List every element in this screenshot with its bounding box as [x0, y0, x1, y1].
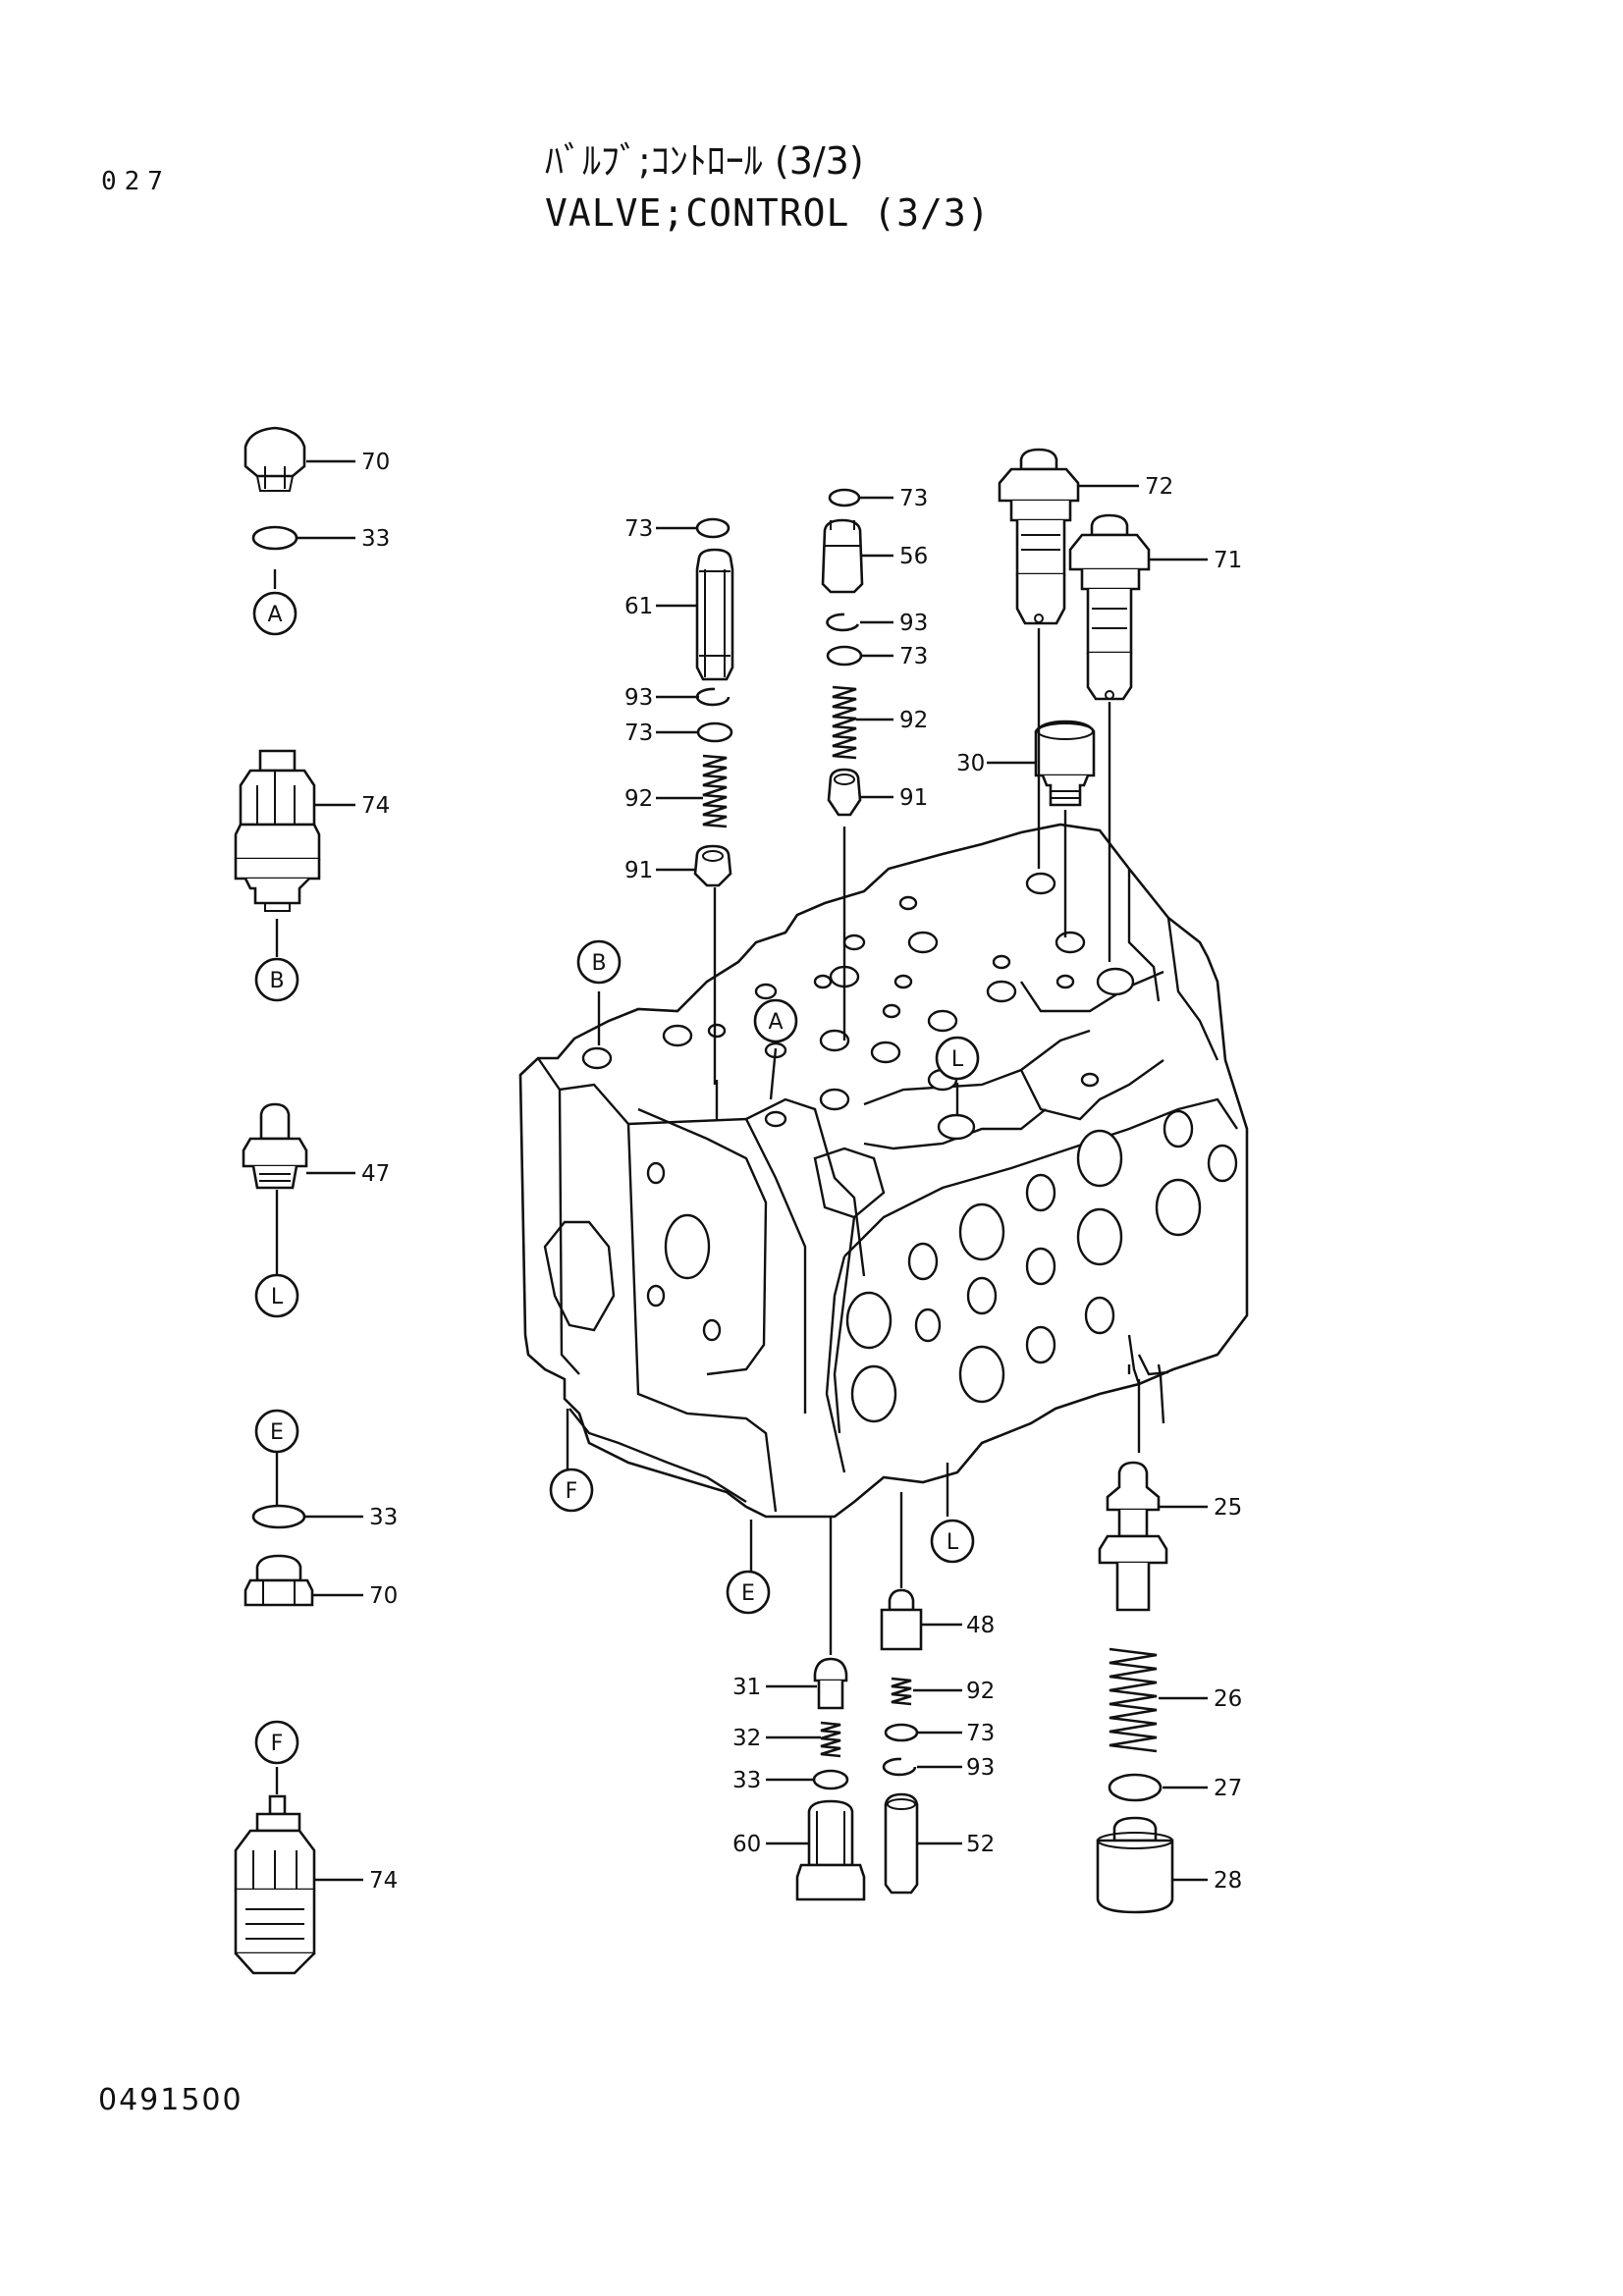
callout-28: 28 [1214, 1868, 1242, 1894]
marker-F-1: F [271, 1732, 284, 1756]
o-ring-73-b [696, 721, 733, 743]
callout-25: 25 [1214, 1495, 1242, 1521]
callout-73-b: 73 [624, 721, 653, 746]
plug-30 [1034, 720, 1096, 807]
relief-cartridge-72 [998, 448, 1080, 625]
drawing-code: 0491500 [98, 2083, 243, 2117]
callout-92-c: 92 [966, 1679, 995, 1704]
callout-33-lower: 33 [369, 1505, 398, 1530]
callout-60: 60 [732, 1832, 761, 1857]
marker-E-2: E [741, 1581, 755, 1606]
plug-47 [242, 1102, 308, 1190]
callout-33-top: 33 [361, 526, 390, 552]
piston-52 [884, 1792, 919, 1895]
spring-32 [820, 1721, 841, 1758]
valve-body-ports [581, 872, 1238, 1423]
callout-27: 27 [1214, 1776, 1242, 1801]
callout-73-d: 73 [899, 644, 928, 669]
o-ring-33-c [812, 1769, 849, 1790]
spool-25 [1098, 1461, 1168, 1612]
o-ring-73-c [828, 488, 861, 507]
backup-ring-93-a [695, 687, 730, 707]
o-ring-33-top [251, 525, 298, 551]
reference-marker-labels: A B L E F B A L F E L [267, 603, 963, 1756]
o-ring-73-a [695, 517, 730, 539]
callout-91-b: 91 [899, 785, 928, 811]
callout-70-lower: 70 [369, 1583, 398, 1609]
callout-70-top: 70 [361, 450, 390, 475]
callout-47: 47 [361, 1161, 390, 1187]
part-number-callouts: 70 33 74 47 33 70 74 73 61 93 73 92 91 7… [361, 450, 1242, 1894]
relief-cartridge-71 [1068, 513, 1151, 701]
callout-71: 71 [1214, 548, 1242, 573]
spring-26 [1109, 1647, 1158, 1753]
valve-body [518, 823, 1249, 1519]
callout-31: 31 [732, 1675, 761, 1700]
sleeve-61 [695, 548, 734, 681]
callout-92-a: 92 [624, 786, 653, 812]
marker-B-2: B [591, 951, 606, 976]
callout-73-e: 73 [966, 1721, 995, 1746]
callout-26: 26 [1214, 1686, 1242, 1712]
poppet-91-a [693, 844, 732, 887]
callout-61: 61 [624, 594, 653, 619]
title-english: VALVE;CONTROL (3/3) [545, 191, 991, 235]
callout-30: 30 [956, 751, 985, 776]
marker-F-2: F [566, 1479, 578, 1504]
callout-91-a: 91 [624, 858, 653, 883]
title-japanese: ﾊﾞﾙﾌﾞ;ｺﾝﾄﾛｰﾙ (3/3) [545, 139, 864, 183]
plug-28 [1096, 1816, 1174, 1914]
spring-92-c [891, 1677, 912, 1706]
callout-48: 48 [966, 1613, 995, 1638]
plug-60 [795, 1799, 866, 1901]
o-ring-27 [1108, 1773, 1163, 1802]
callout-93-a: 93 [624, 685, 653, 711]
poppet-91-b [827, 768, 862, 817]
o-ring-73-d [826, 645, 863, 667]
callout-73-c: 73 [899, 486, 928, 511]
plug-70-lower [243, 1554, 314, 1607]
leader-lines [273, 459, 1208, 1882]
marker-A-1: A [267, 603, 282, 627]
marker-A-2: A [768, 1010, 783, 1035]
callout-33-c: 33 [732, 1768, 761, 1793]
marker-E-1: E [270, 1420, 284, 1445]
callout-32: 32 [732, 1726, 761, 1751]
relief-valve-74-top [234, 749, 321, 912]
page-number: 027 [101, 167, 171, 196]
callout-93-b: 93 [899, 611, 928, 636]
o-ring-73-e [884, 1723, 919, 1742]
callout-93-c: 93 [966, 1755, 995, 1781]
plug-56 [821, 518, 864, 594]
callout-52: 52 [966, 1832, 995, 1857]
backup-ring-93-b [826, 613, 860, 632]
callout-74-top: 74 [361, 793, 390, 819]
marker-L-2: L [951, 1047, 964, 1072]
check-poppet-31 [813, 1657, 848, 1710]
plug-48 [880, 1588, 923, 1651]
marker-B-1: B [269, 969, 284, 993]
spring-92-a [702, 754, 728, 828]
relief-valve-74-lower [234, 1794, 316, 1975]
marker-L-1: L [271, 1285, 284, 1309]
marker-L-3: L [947, 1530, 959, 1555]
o-ring-33-lower [251, 1504, 306, 1529]
backup-ring-93-c [882, 1757, 917, 1777]
callout-92-b: 92 [899, 708, 928, 733]
reference-markers [252, 591, 980, 1765]
callout-73-a: 73 [624, 516, 653, 542]
callout-56: 56 [899, 544, 928, 569]
callout-72: 72 [1145, 474, 1173, 500]
plug-70-top [243, 426, 306, 492]
callout-74-lower: 74 [369, 1868, 398, 1894]
spring-92-b [832, 685, 857, 760]
